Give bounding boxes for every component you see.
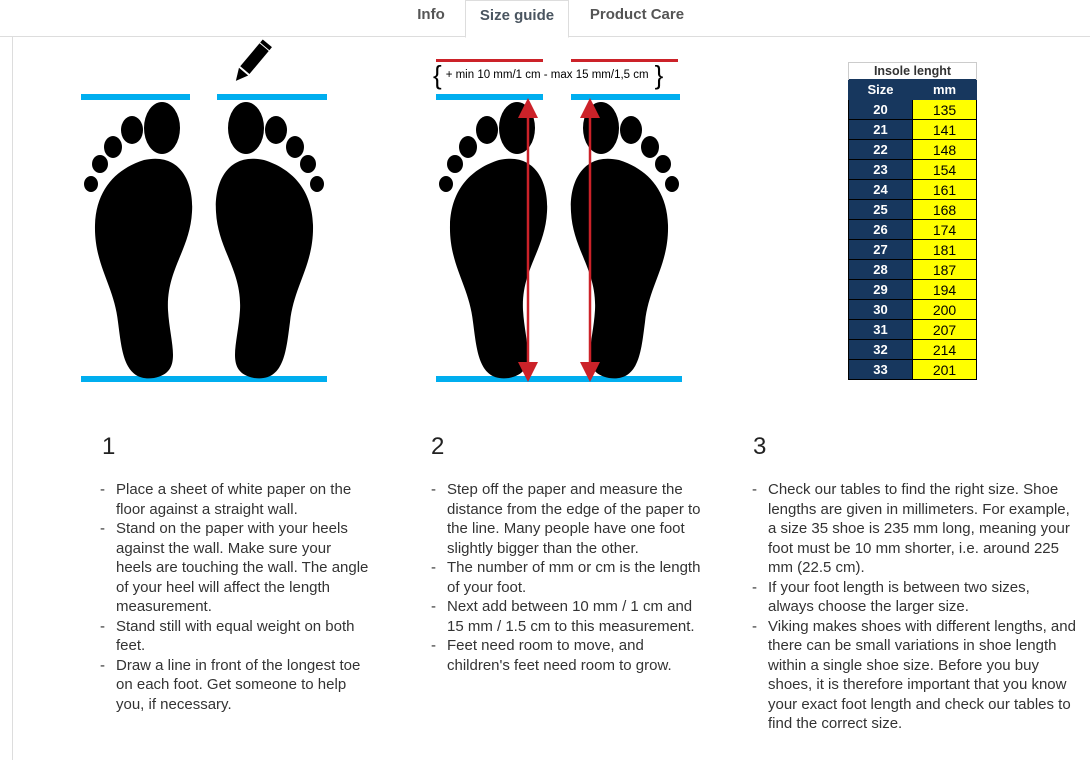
size-cell: 31	[848, 319, 913, 340]
step-1-instructions: Place a sheet of white paper on the floo…	[100, 480, 370, 714]
list-item: If your foot length is between two sizes…	[752, 578, 1077, 617]
header-size: Size	[848, 79, 913, 100]
list-item: Draw a line in front of the longest toe …	[100, 656, 370, 715]
list-item: Step off the paper and measure the dista…	[431, 480, 706, 558]
figure-2	[436, 59, 682, 382]
size-cell: 20	[848, 99, 913, 120]
mm-cell: 187	[912, 259, 977, 280]
size-cell: 25	[848, 199, 913, 220]
tab-bar: Info Size guide Product Care	[0, 0, 1090, 38]
toe-line-left	[436, 94, 543, 100]
wall-line	[436, 376, 682, 382]
mm-cell: 201	[912, 359, 977, 380]
brace-open: {	[433, 60, 442, 90]
allowance-text: + min 10 mm/1 cm - max 15 mm/1,5 cm	[445, 69, 649, 81]
wall-line	[81, 376, 327, 382]
step-2-instructions: Step off the paper and measure the dista…	[431, 480, 706, 675]
toe-line-right	[217, 94, 327, 100]
mm-cell: 200	[912, 299, 977, 320]
size-cell: 32	[848, 339, 913, 360]
header-mm: mm	[912, 79, 977, 100]
size-cell: 21	[848, 119, 913, 140]
mm-cell: 181	[912, 239, 977, 260]
mm-cell: 148	[912, 139, 977, 160]
right-foot-icon	[570, 102, 679, 379]
step-number-2: 2	[431, 433, 445, 460]
margin-line-right	[571, 59, 678, 62]
size-cell: 27	[848, 239, 913, 260]
right-foot-icon	[215, 102, 324, 379]
list-item: Feet need room to move, and children's f…	[431, 636, 706, 675]
toe-line-right	[571, 94, 680, 100]
list-item: Viking makes shoes with different length…	[752, 617, 1077, 734]
list-item: Stand still with equal weight on both fe…	[100, 617, 370, 656]
mm-cell: 174	[912, 219, 977, 240]
margin-line-left	[436, 59, 543, 62]
figure-1	[81, 39, 327, 382]
table-title: Insole lenght	[848, 62, 977, 80]
list-item: Place a sheet of white paper on the floo…	[100, 480, 370, 519]
left-foot-icon	[84, 102, 193, 379]
size-cell: 22	[848, 139, 913, 160]
tab-product-care[interactable]: Product Care	[589, 6, 685, 23]
list-item: The number of mm or cm is the length of …	[431, 558, 706, 597]
measurement-illustrations	[81, 39, 682, 382]
mm-cell: 154	[912, 159, 977, 180]
size-cell: 28	[848, 259, 913, 280]
pencil-icon	[235, 39, 272, 81]
tab-info[interactable]: Info	[417, 6, 445, 23]
size-cell: 29	[848, 279, 913, 300]
size-cell: 23	[848, 159, 913, 180]
tab-size-guide[interactable]: Size guide	[465, 0, 569, 38]
mm-cell: 161	[912, 179, 977, 200]
size-cell: 26	[848, 219, 913, 240]
step-number-3: 3	[753, 433, 767, 460]
toe-line-left	[81, 94, 190, 100]
size-cell: 30	[848, 299, 913, 320]
mm-cell: 141	[912, 119, 977, 140]
size-cell: 24	[848, 179, 913, 200]
size-guide-panel	[12, 37, 1090, 760]
list-item: Next add between 10 mm / 1 cm and 15 mm …	[431, 597, 706, 636]
list-item: Check our tables to find the right size.…	[752, 480, 1077, 578]
brace-close: }	[654, 60, 664, 90]
step-3-instructions: Check our tables to find the right size.…	[752, 480, 1077, 734]
mm-cell: 214	[912, 339, 977, 360]
mm-cell: 135	[912, 99, 977, 120]
mm-cell: 168	[912, 199, 977, 220]
step-number-1: 1	[102, 433, 116, 460]
left-foot-icon	[439, 102, 548, 379]
list-item: Stand on the paper with your heels again…	[100, 519, 370, 617]
size-cell: 33	[848, 359, 913, 380]
mm-cell: 194	[912, 279, 977, 300]
mm-cell: 207	[912, 319, 977, 340]
allowance-note: { + min 10 mm/1 cm - max 15 mm/1,5 cm }	[433, 62, 683, 88]
